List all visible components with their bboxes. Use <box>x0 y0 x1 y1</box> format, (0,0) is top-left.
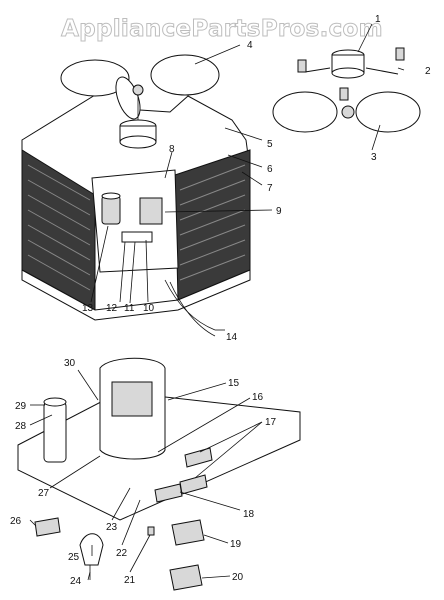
callout-26: 26 <box>10 516 22 527</box>
callout-21: 21 <box>124 575 136 586</box>
cap-21 <box>147 526 155 536</box>
callout-6: 6 <box>267 164 273 175</box>
callout-27: 27 <box>38 488 50 499</box>
callout-7: 7 <box>267 183 273 194</box>
callout-8: 8 <box>169 144 175 155</box>
callout-29: 29 <box>15 401 27 412</box>
leader-lines <box>29 23 405 581</box>
capacitor <box>101 195 121 225</box>
condenser-unit <box>21 54 251 337</box>
callout-11: 11 <box>124 303 135 314</box>
solenoid-25 <box>79 533 104 566</box>
fan-blade-right <box>150 54 220 96</box>
accumulator <box>43 401 67 463</box>
callout-labels: 1 2 3 4 5 6 7 8 9 10 11 12 13 14 15 16 1… <box>10 14 431 587</box>
motor-mount-brackets <box>304 67 399 75</box>
callout-9: 9 <box>276 206 282 217</box>
callout-28: 28 <box>15 421 27 432</box>
refrigerant-line <box>164 279 216 331</box>
callout-20: 20 <box>232 572 244 583</box>
callout-18: 18 <box>243 509 255 520</box>
callout-4: 4 <box>247 40 253 51</box>
callout-19: 19 <box>230 539 242 550</box>
callout-22: 22 <box>116 548 128 559</box>
contactor <box>139 197 163 225</box>
watermark: AppliancePartsPros.com <box>61 16 383 42</box>
fitting-26 <box>34 517 61 537</box>
base-pan <box>21 269 251 321</box>
service-valve-c <box>154 483 183 503</box>
callout-15: 15 <box>228 378 240 389</box>
callout-25: 25 <box>68 552 80 563</box>
callout-3: 3 <box>371 152 377 163</box>
callout-13: 13 <box>82 303 94 314</box>
compressor-terminal-cover <box>111 381 153 417</box>
callout-23: 23 <box>106 522 118 533</box>
callout-30: 30 <box>64 358 76 369</box>
fan-motor-detail <box>272 47 421 133</box>
detail-blade-left <box>272 91 338 133</box>
callout-2: 2 <box>425 66 431 77</box>
valve-20 <box>169 564 203 591</box>
callout-5: 5 <box>267 139 273 150</box>
callout-1: 1 <box>375 14 381 25</box>
fan-blade-left <box>60 59 130 97</box>
callout-24: 24 <box>70 576 82 587</box>
valve-19 <box>171 519 205 546</box>
callout-14: 14 <box>226 332 238 343</box>
callout-10: 10 <box>143 303 155 314</box>
detail-blade-right <box>355 91 421 133</box>
compressor-assembly <box>17 357 301 591</box>
service-valve-a <box>184 447 213 468</box>
callout-12: 12 <box>106 303 118 314</box>
callout-16: 16 <box>252 392 264 403</box>
callout-17: 17 <box>265 417 277 428</box>
